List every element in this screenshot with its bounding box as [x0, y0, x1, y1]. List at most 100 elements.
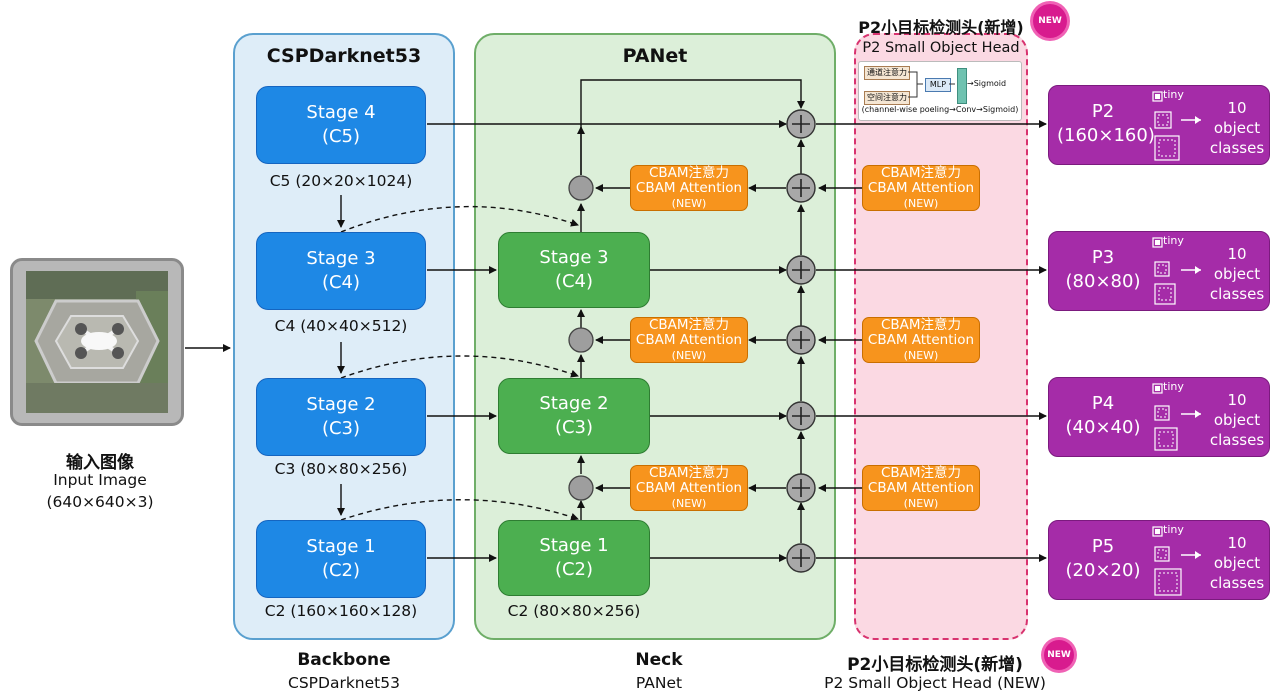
output-name: P5: [1091, 536, 1115, 557]
output-name: P4: [1091, 393, 1115, 414]
stage-name: Stage 3: [539, 247, 609, 268]
cbam-line3: (NEW): [903, 196, 939, 210]
cbam-box[interactable]: CBAM注意力 CBAM Attention (NEW): [862, 165, 980, 211]
cbam-box[interactable]: CBAM注意力 CBAM Attention (NEW): [630, 465, 748, 511]
backbone-stage-4[interactable]: Stage 4 (C5): [256, 86, 426, 164]
neck-stage-3[interactable]: Stage 3 (C4): [498, 232, 650, 308]
backbone-stage-2[interactable]: Stage 2 (C3): [256, 378, 426, 456]
cbam-line2: CBAM Attention: [867, 179, 975, 196]
cbam-box[interactable]: CBAM注意力 CBAM Attention (NEW): [862, 465, 980, 511]
stage-code: (C2): [554, 559, 594, 580]
p2-head-label-sub: P2 Small Object Head (NEW): [824, 674, 1046, 692]
neck-title: PANet: [622, 45, 688, 67]
stage-code: (C3): [321, 418, 361, 439]
merge-node: [568, 327, 594, 353]
inset-arrows: [908, 71, 955, 98]
stage-name: Stage 3: [306, 248, 376, 269]
neck-stage-2[interactable]: Stage 2 (C3): [498, 378, 650, 454]
class-word1: object: [1213, 554, 1261, 572]
input-title: 输入图像: [66, 453, 134, 473]
cbam-line2: CBAM Attention: [635, 331, 743, 348]
class-word2: classes: [1209, 139, 1265, 157]
neck-caption-c2: C2 (80×80×256): [507, 602, 641, 620]
backbone-caption-c5: C5 (20×20×1024): [269, 172, 413, 190]
output-p5[interactable]: P5 (20×20) tiny 10 object classes: [1048, 520, 1270, 600]
stage-name: Stage 2: [539, 393, 609, 414]
class-count: 10: [1227, 245, 1247, 263]
p2-head-label: P2小目标检测头(新增): [847, 655, 1023, 675]
output-p2[interactable]: P2 (160×160) tiny 10 object classes: [1048, 85, 1270, 165]
neck-label: Neck: [635, 650, 683, 670]
mlp-box: MLP: [925, 78, 951, 92]
output-size: (160×160): [1057, 125, 1155, 146]
tiny-label: tiny: [1163, 523, 1184, 536]
cbam-line1: CBAM注意力: [880, 164, 962, 181]
cbam-line2: CBAM Attention: [867, 479, 975, 496]
output-p3[interactable]: P3 (80×80) tiny 10 object classes: [1048, 231, 1270, 311]
cbam-box[interactable]: CBAM注意力 CBAM Attention (NEW): [630, 317, 748, 363]
stage-name: Stage 4: [306, 102, 376, 123]
p2-head-subtitle: P2 Small Object Head: [862, 40, 1020, 56]
class-count: 10: [1227, 391, 1247, 409]
output-label: P2 (160×160): [1057, 100, 1155, 148]
backbone-label-sub: CSPDarknet53: [288, 674, 400, 692]
class-word2: classes: [1209, 285, 1265, 303]
input-image-frame: [10, 258, 184, 426]
class-word2: classes: [1209, 431, 1265, 449]
class-word1: object: [1213, 119, 1261, 137]
drone-aerial-image: [26, 271, 168, 413]
cbam-box[interactable]: CBAM注意力 CBAM Attention (NEW): [862, 317, 980, 363]
class-word1: object: [1213, 411, 1261, 429]
tiny-label: tiny: [1163, 234, 1184, 247]
class-word1: object: [1213, 265, 1261, 283]
cbam-line1: CBAM注意力: [648, 316, 730, 333]
stage-code: (C4): [321, 272, 361, 293]
backbone-stage-3[interactable]: Stage 3 (C4): [256, 232, 426, 310]
stage-code: (C4): [554, 271, 594, 292]
cbam-line2: CBAM Attention: [635, 479, 743, 496]
attention-inset: 通道注意力 空间注意力 MLP →Sigmoid (channel-wise p…: [858, 61, 1022, 121]
cbam-line2: CBAM Attention: [867, 331, 975, 348]
backbone-label: Backbone: [297, 650, 391, 670]
neck-label-sub: PANet: [635, 674, 683, 692]
stage-name: Stage 1: [306, 536, 376, 557]
class-count: 10: [1227, 534, 1247, 552]
cbam-line3: (NEW): [671, 196, 707, 210]
output-classes: 10 object classes: [1205, 98, 1269, 158]
output-size: (40×40): [1065, 417, 1141, 438]
anchor-boxes-icon: [1152, 383, 1201, 451]
backbone-caption-c3: C3 (80×80×256): [274, 460, 408, 478]
cbam-line3: (NEW): [671, 496, 707, 510]
output-classes: 10 object classes: [1205, 244, 1269, 304]
anchor-boxes-icon: [1152, 237, 1201, 305]
output-label: P5 (20×20): [1057, 535, 1149, 583]
conv-bar: [957, 68, 967, 104]
output-size: (20×20): [1065, 560, 1141, 581]
output-label: P3 (80×80): [1057, 246, 1149, 294]
cbam-line2: CBAM Attention: [635, 179, 743, 196]
output-size: (80×80): [1065, 271, 1141, 292]
stage-name: Stage 2: [306, 394, 376, 415]
cbam-line1: CBAM注意力: [648, 164, 730, 181]
stage-code: (C2): [321, 560, 361, 581]
sigmoid-label: →Sigmoid: [967, 79, 1007, 88]
cbam-line3: (NEW): [903, 496, 939, 510]
output-p4[interactable]: P4 (40×40) tiny 10 object classes: [1048, 377, 1270, 457]
backbone-title: CSPDarknet53: [266, 45, 422, 67]
cbam-line3: (NEW): [671, 348, 707, 362]
stage-code: (C5): [321, 126, 361, 147]
input-subtitle: Input Image: [53, 471, 147, 489]
backbone-caption-c4: C4 (40×40×512): [274, 317, 408, 335]
cbam-line1: CBAM注意力: [880, 464, 962, 481]
cbam-box[interactable]: CBAM注意力 CBAM Attention (NEW): [630, 165, 748, 211]
output-name: P3: [1091, 247, 1115, 268]
output-name: P2: [1091, 101, 1115, 122]
neck-stage-1[interactable]: Stage 1 (C2): [498, 520, 650, 596]
output-label: P4 (40×40): [1057, 392, 1149, 440]
anchor-boxes-icon: [1152, 526, 1201, 596]
backbone-caption-c2: C2 (160×160×128): [264, 602, 418, 620]
output-classes: 10 object classes: [1205, 390, 1269, 450]
new-badge-top: NEW: [1033, 4, 1067, 38]
backbone-stage-1[interactable]: Stage 1 (C2): [256, 520, 426, 598]
